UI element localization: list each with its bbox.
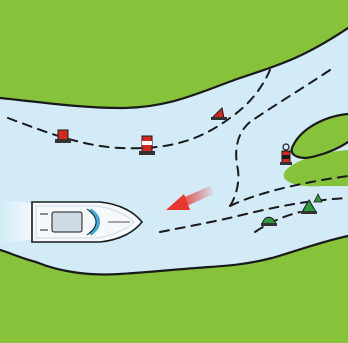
- boat-cabin: [52, 212, 82, 232]
- motorboat-icon: [32, 202, 142, 242]
